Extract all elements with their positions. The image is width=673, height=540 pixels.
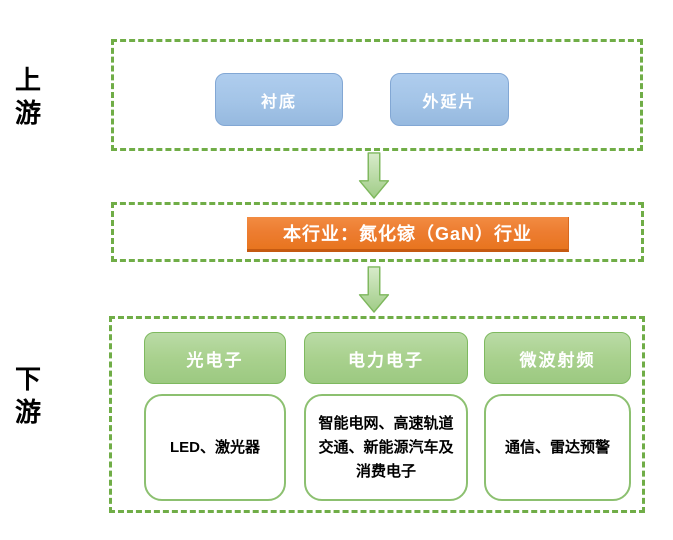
column-body-microwave-rf: 通信、雷达预警 [484, 394, 631, 501]
column-header-optoelectronics: 光电子 [144, 332, 286, 384]
downstream-label: 下游 [15, 364, 42, 427]
upstream-label: 上游 [15, 65, 42, 128]
column-microwave-rf: 微波射频 通信、雷达预警 [484, 332, 631, 501]
column-optoelectronics: 光电子 LED、激光器 [144, 332, 286, 501]
upstream-box: 衬底 外延片 [111, 39, 643, 151]
column-body-optoelectronics: LED、激光器 [144, 394, 286, 501]
column-power-electronics: 电力电子 智能电网、高速轨道交通、新能源汽车及消费电子 [304, 332, 468, 501]
node-epitaxial-wafer: 外延片 [390, 73, 509, 126]
downstream-box: 光电子 LED、激光器 电力电子 智能电网、高速轨道交通、新能源汽车及消费电子 … [109, 316, 645, 513]
column-header-microwave-rf: 微波射频 [484, 332, 631, 384]
column-header-power-electronics: 电力电子 [304, 332, 468, 384]
down-arrow-icon [358, 152, 390, 199]
down-arrow-icon [358, 266, 390, 313]
node-gan-industry: 本行业：氮化镓（GaN）行业 [247, 217, 569, 252]
node-substrate: 衬底 [215, 73, 343, 126]
column-body-power-electronics: 智能电网、高速轨道交通、新能源汽车及消费电子 [304, 394, 468, 501]
industry-box: 本行业：氮化镓（GaN）行业 [111, 202, 644, 262]
